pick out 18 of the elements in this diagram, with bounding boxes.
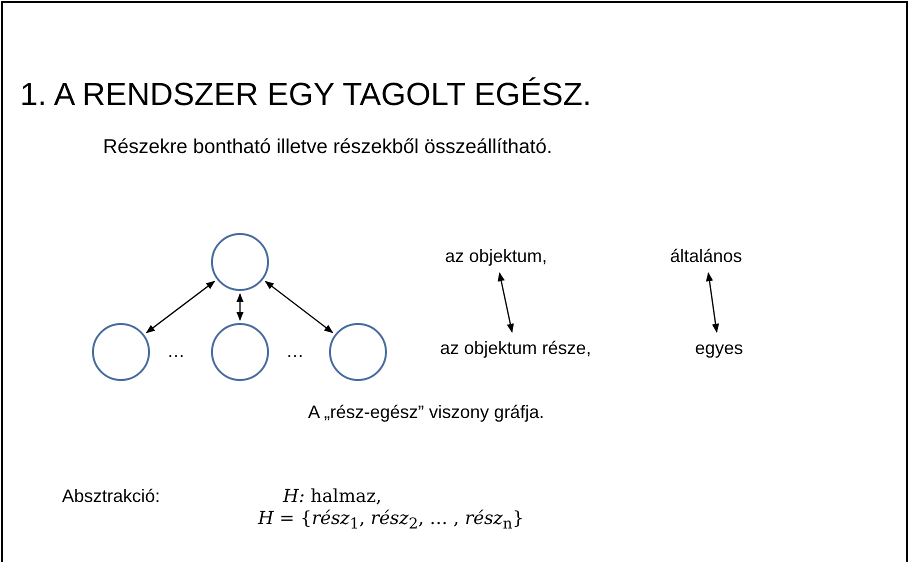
double-arrow	[706, 272, 720, 333]
subtitle-text: Részekre bontható illetve részekből összeállítható.	[103, 136, 552, 159]
caption-text: A „rész-egész” viszony gráfja.	[308, 402, 544, 423]
double-arrow	[236, 293, 244, 321]
ellipsis-text: …	[167, 341, 185, 362]
double-arrow	[498, 272, 514, 333]
circle-node	[211, 233, 269, 291]
definition-text: H: halmaz,	[283, 486, 382, 507]
node-text: egyes	[695, 338, 744, 359]
double-arrow	[264, 280, 334, 334]
node-text: általános	[670, 246, 742, 267]
node-text: az objektum része,	[440, 338, 592, 359]
node-text: az objektum,	[445, 246, 548, 267]
slide-title: 1. A RENDSZER EGY TAGOLT EGÉSZ.	[20, 76, 592, 113]
double-arrow	[146, 280, 216, 334]
formula-text: H = {rész$_{1}$, rész$_{2}$, … , rész$_{n}$}	[258, 508, 524, 533]
ellipsis-text: …	[286, 341, 304, 362]
label-text: Absztrakció:	[62, 486, 160, 507]
